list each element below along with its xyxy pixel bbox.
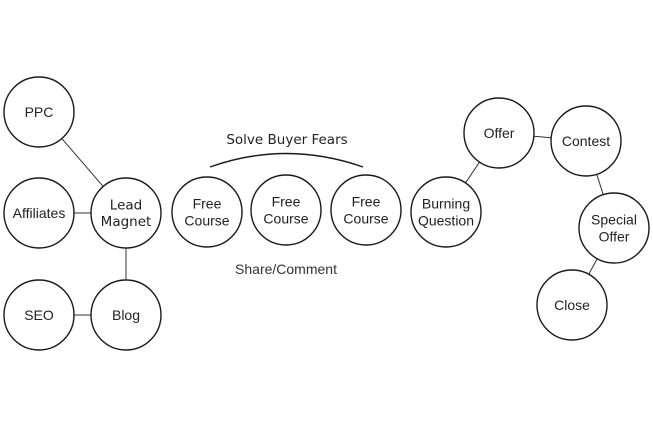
solve-buyer-fears-arc [209, 152, 364, 168]
node-circle [3, 76, 75, 148]
node-label: Affiliates [13, 205, 66, 221]
node-label: Free [272, 194, 301, 210]
node-circle [463, 97, 535, 169]
node-label: Offer [599, 228, 630, 244]
node-label: Blog [112, 307, 140, 323]
node-circle [578, 192, 650, 264]
node-circle [550, 105, 622, 177]
node-circle [250, 174, 322, 246]
edge-ppc-to-lead-magnet [61, 138, 104, 187]
node-blog: Blog [90, 279, 162, 351]
node-label: Burning [422, 196, 470, 212]
diagram-edges [61, 135, 604, 316]
node-circle [330, 174, 402, 246]
node-circle [536, 269, 608, 341]
node-label: Course [343, 210, 388, 226]
node-label: Free [193, 196, 222, 212]
edge-special-offer-to-close [588, 258, 598, 275]
edge-contest-to-special-offer [596, 174, 604, 195]
node-circle [90, 177, 162, 249]
node-label: SEO [24, 307, 54, 323]
node-close: Close [536, 269, 608, 341]
node-contest: Contest [550, 105, 622, 177]
node-label: Magnet [101, 214, 152, 230]
node-label: Lead [110, 198, 142, 214]
node-label: Offer [484, 125, 515, 141]
node-label: Close [554, 297, 590, 313]
node-circle [171, 176, 243, 248]
node-seo: SEO [3, 279, 75, 351]
node-label: Question [418, 212, 474, 228]
node-label: Special [591, 212, 637, 228]
solve-buyer-fears-label: Solve Buyer Fears [226, 132, 347, 148]
edge-burning-question-to-offer [465, 161, 480, 184]
node-label: Free [352, 194, 381, 210]
node-label: Course [263, 210, 308, 226]
node-circle [410, 176, 482, 248]
edge-offer-to-contest [533, 135, 552, 139]
node-offer: Offer [463, 97, 535, 169]
share-comment-label: Share/Comment [235, 261, 337, 277]
node-circle [90, 279, 162, 351]
node-label: Course [184, 212, 229, 228]
node-ppc: PPC [3, 76, 75, 148]
node-label: PPC [25, 104, 54, 120]
node-label: Contest [562, 133, 610, 149]
node-circle [3, 177, 75, 249]
node-affiliates: Affiliates [3, 177, 75, 249]
diagram-nodes: PPCAffiliatesSEOLeadMagnetBlogFreeCourse… [3, 76, 650, 351]
node-circle [3, 279, 75, 351]
